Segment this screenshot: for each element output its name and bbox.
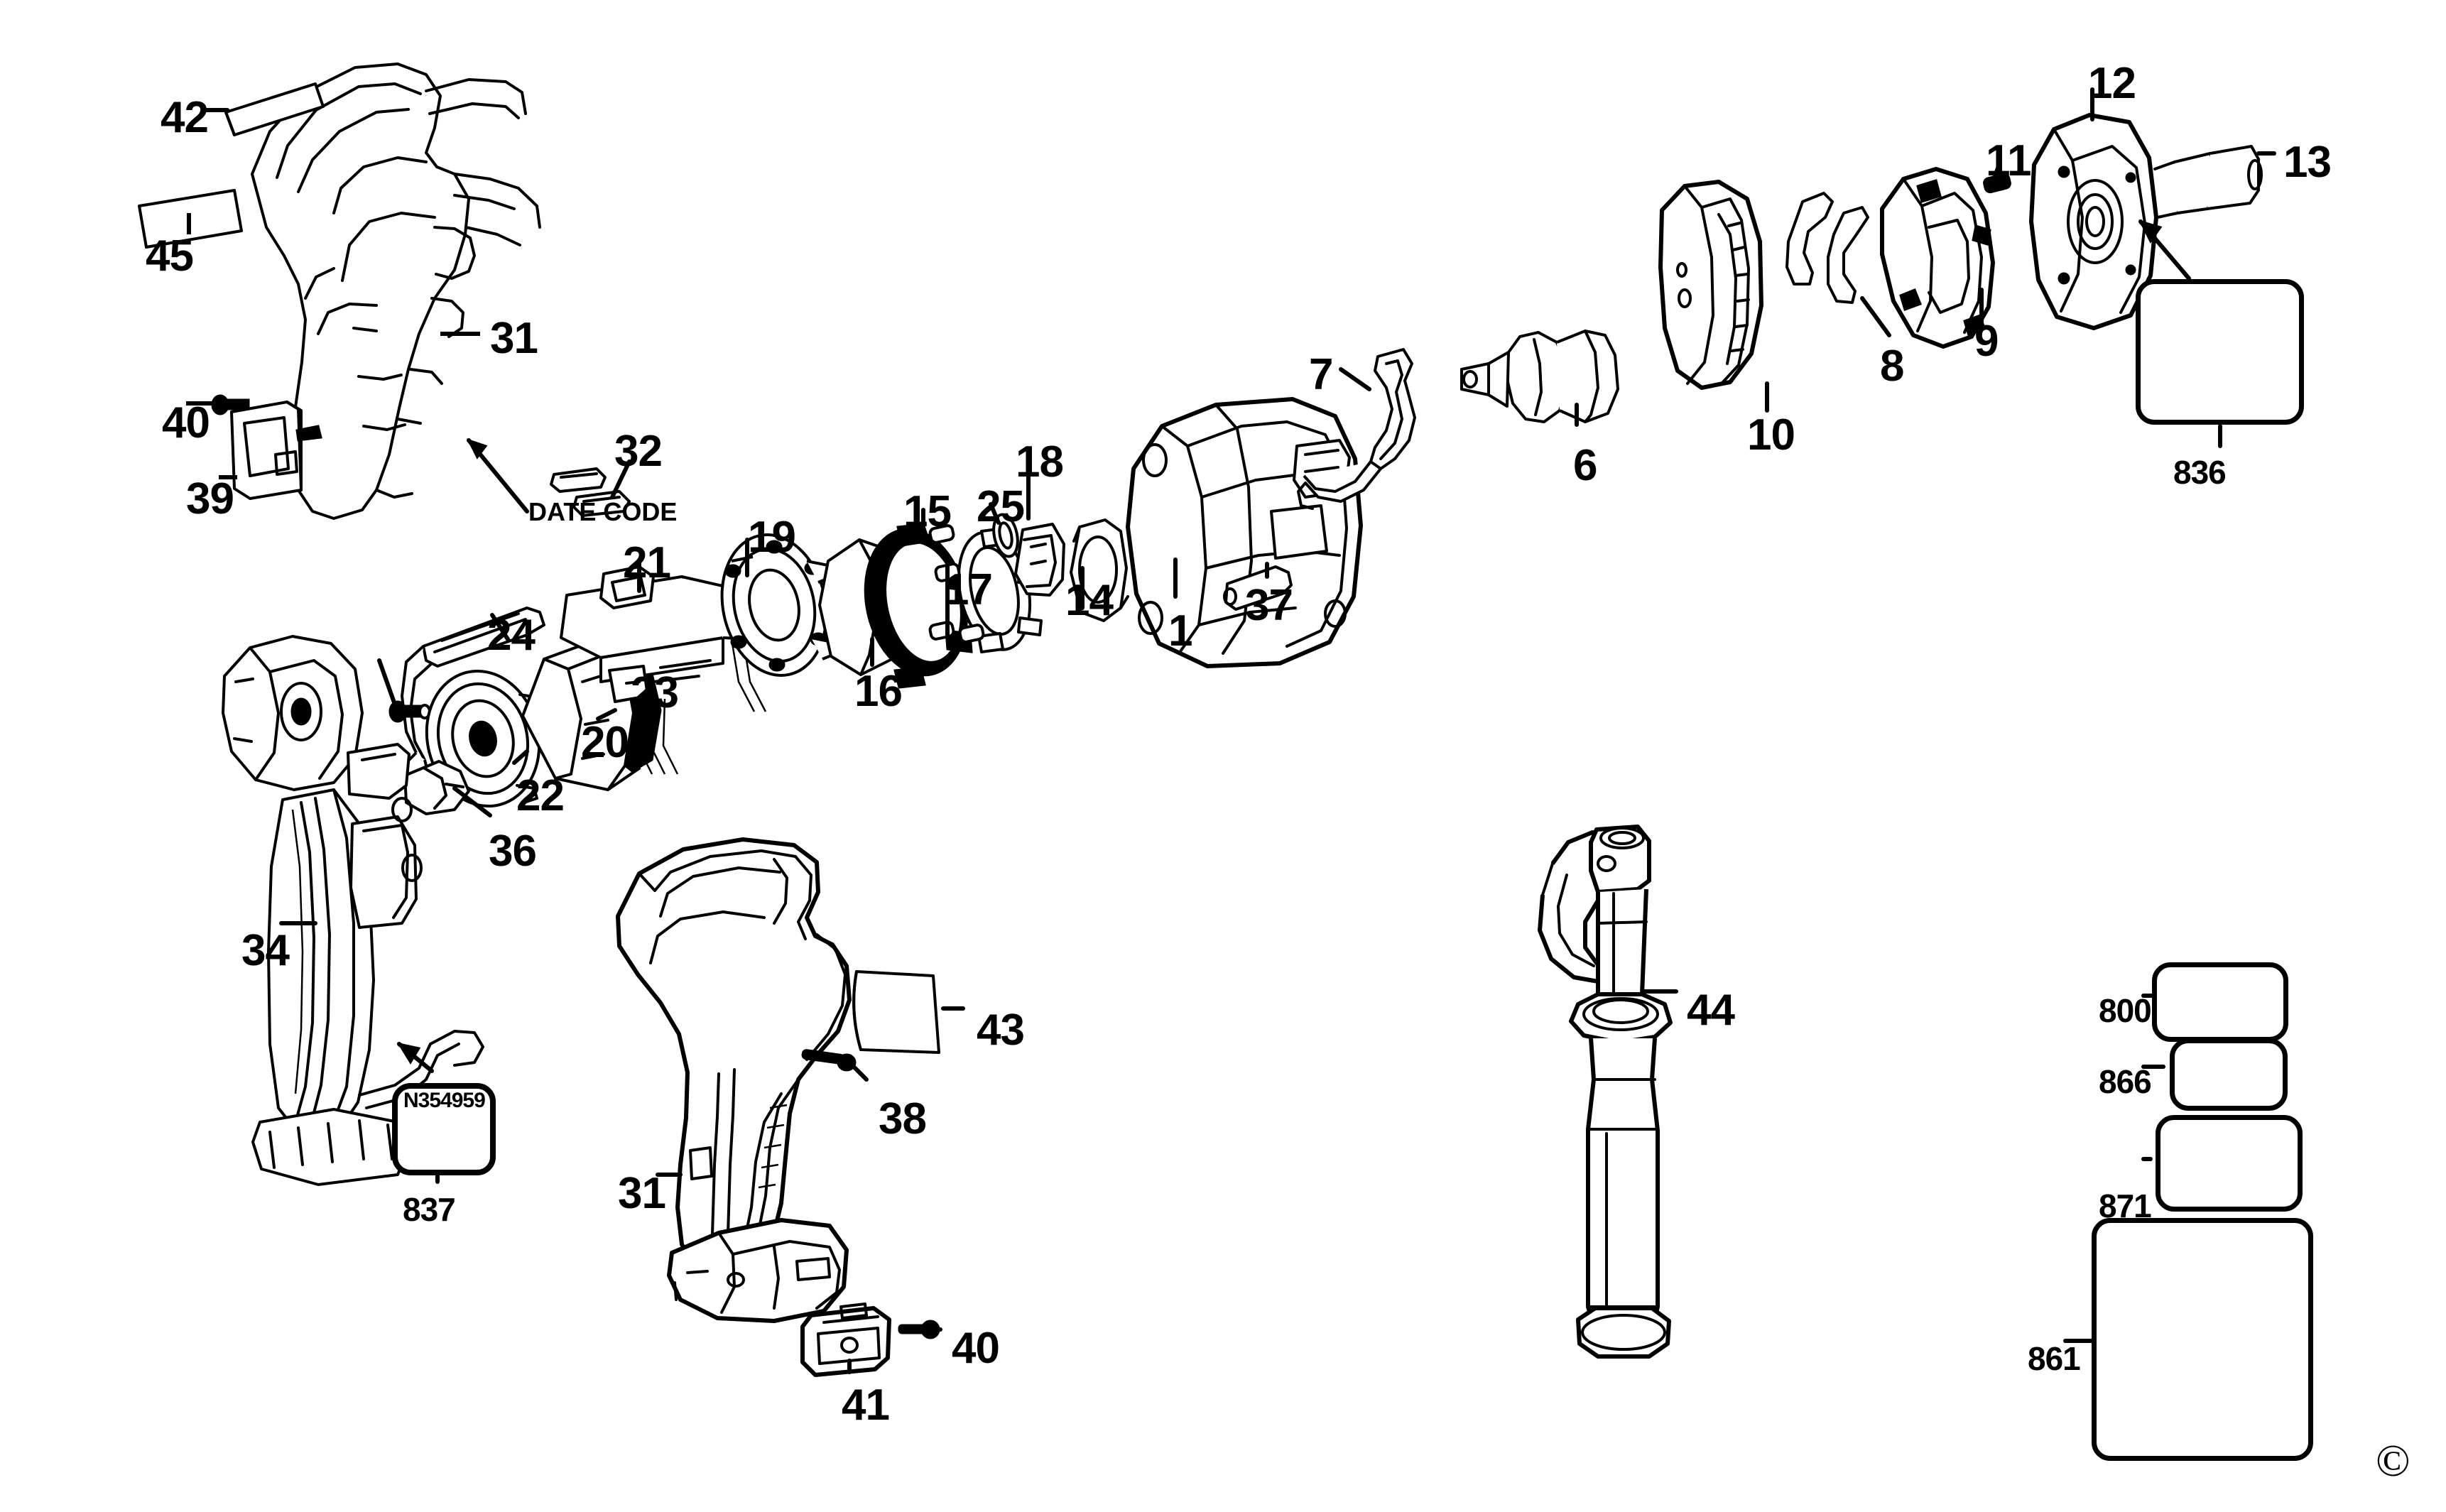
screw-40-lower-art <box>898 1320 940 1339</box>
copyright-symbol: © <box>2376 1435 2410 1486</box>
screw-38-art <box>801 1049 857 1072</box>
inset-box-836[interactable] <box>2136 279 2304 425</box>
callout-belt-clip-plate[interactable]: 41 <box>842 1381 890 1430</box>
callout-rotor-end-plate[interactable]: 19 <box>748 513 796 562</box>
chuck-spindle-6-art <box>1460 330 1619 423</box>
callout-boxed-part-800-depth-rod[interactable]: 800 <box>2099 992 2152 1029</box>
callout-wiring-harness-assembly[interactable]: 34 <box>241 926 290 975</box>
callout-washer[interactable]: 25 <box>977 482 1025 531</box>
callout-housing-clamshell-right[interactable]: 31 <box>618 1169 666 1218</box>
callout-pin-upper[interactable]: 11 <box>1986 136 2032 185</box>
led-36-art <box>403 760 470 815</box>
callout-mode-selector-lever[interactable]: 7 <box>1309 350 1333 399</box>
callout-spindle-lock-plate[interactable]: 18 <box>1016 437 1064 486</box>
pin-23-art <box>670 602 686 642</box>
callout-belt-hook[interactable]: 39 <box>186 474 234 523</box>
inset-box-837[interactable] <box>392 1083 496 1175</box>
callout-gearbox-assembly[interactable]: 1 <box>1168 607 1192 656</box>
date-code-annotation: DATE CODE <box>528 497 678 526</box>
screw-40-art <box>211 394 250 415</box>
belt-hook-39-art <box>230 401 322 500</box>
inset-part-number-n354959: N354959 <box>403 1089 486 1112</box>
inset-box-861[interactable] <box>2092 1218 2313 1461</box>
callout-gear-washer[interactable]: 14 <box>1065 576 1114 625</box>
callout-boxed-part-866-battery[interactable]: 866 <box>2099 1063 2152 1100</box>
callout-side-handle[interactable]: 44 <box>1687 986 1735 1035</box>
callout-motor-fan-baffle[interactable]: 22 <box>516 771 565 820</box>
callout-output-shaft-pin[interactable]: 13 <box>2283 138 2332 187</box>
callout-motor-armature[interactable]: 20 <box>581 718 629 767</box>
nameplate-43-art <box>852 970 940 1054</box>
spindle-lock-18-art <box>1014 523 1065 597</box>
callout-chuck-spindle[interactable]: 6 <box>1573 441 1597 490</box>
callout-clutch-pins[interactable]: 17 <box>945 565 993 614</box>
callout-hammer-mechanism[interactable]: 12 <box>2088 59 2136 108</box>
callout-lamp-bracket[interactable]: 24 <box>487 611 536 660</box>
inset-box-871[interactable] <box>2156 1115 2303 1212</box>
inset-box-800[interactable] <box>2152 962 2288 1042</box>
callout-screw-housing[interactable]: 38 <box>879 1094 927 1143</box>
nameplate-42-art <box>224 82 325 136</box>
beltclip-plate-41-art <box>800 1302 891 1377</box>
inset-box-866[interactable] <box>2170 1038 2288 1111</box>
callout-switch-module[interactable]: 21 <box>623 538 671 587</box>
callout-boxed-part-861-kitbox[interactable]: 861 <box>2028 1340 2081 1377</box>
callout-boxed-part-837[interactable]: 837 <box>403 1191 456 1228</box>
callout-boxed-part-871-charger[interactable]: 871 <box>2099 1187 2152 1224</box>
clutch-collar-10-art <box>1658 180 1763 390</box>
callout-lamp-led[interactable]: 36 <box>489 827 537 876</box>
callout-boxed-part-836[interactable]: 836 <box>2173 454 2227 491</box>
gearbox-assembly-1-art <box>1126 397 1363 668</box>
callout-nameplate-label-lower[interactable]: 43 <box>977 1006 1025 1055</box>
callout-screw-beltclip[interactable]: 40 <box>162 398 210 447</box>
date-code-arrow <box>467 438 529 513</box>
callout-gearcase-ring[interactable]: 15 <box>903 487 952 536</box>
inset-836-arrow <box>2138 219 2191 281</box>
inset-837-arrow <box>396 1042 434 1073</box>
side-handle-44-art <box>1538 825 1673 1359</box>
callout-roll-pin[interactable]: 37 <box>1245 581 1293 630</box>
callout-clutch-collar[interactable]: 10 <box>1747 410 1795 459</box>
callout-clutch-plate[interactable]: 9 <box>1974 317 1999 366</box>
clutch-springs-8-art <box>1785 192 1869 304</box>
assembled-housing-art <box>616 837 852 1323</box>
pin-11-left-art <box>388 700 431 723</box>
housing-clamshell-left-art <box>251 62 541 520</box>
callout-warning-label[interactable]: 45 <box>146 232 194 281</box>
callout-motor-pin[interactable]: 23 <box>631 668 679 717</box>
callout-brush-terminal-set[interactable]: 32 <box>614 427 663 476</box>
callout-stator-ring[interactable]: 16 <box>854 667 903 716</box>
callout-screw-beltclip-lower[interactable]: 40 <box>952 1324 1000 1373</box>
callout-housing-clamshell-left[interactable]: 31 <box>490 314 538 363</box>
callout-clutch-springs[interactable]: 8 <box>1880 342 1904 391</box>
gear-shell-art <box>818 538 905 676</box>
callout-nameplate-label-upper[interactable]: 42 <box>161 93 209 142</box>
